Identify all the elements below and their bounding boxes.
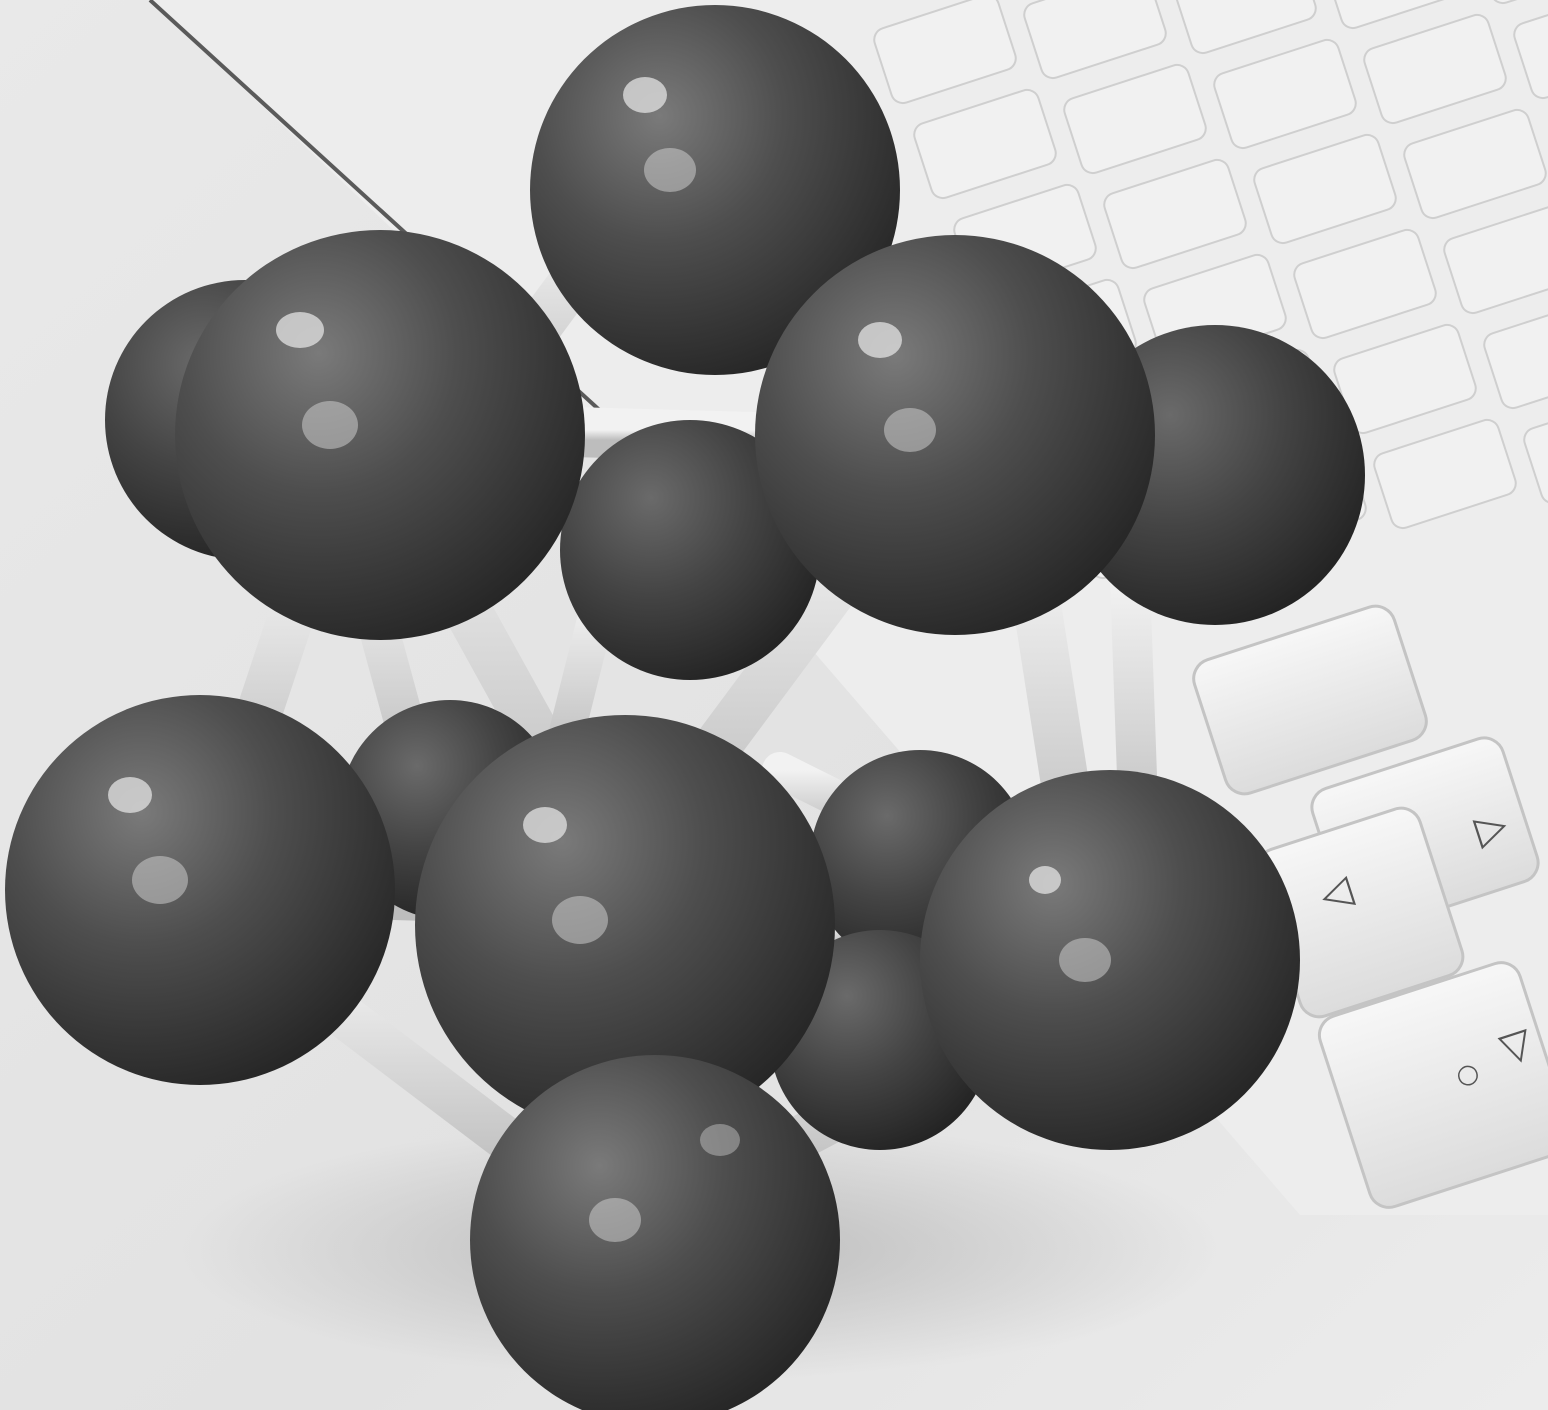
highlight bbox=[644, 148, 696, 192]
arrow-keys: ▷ ◁ ▽ ○ bbox=[1192, 604, 1548, 1209]
key-small-top bbox=[1192, 604, 1428, 796]
background-key bbox=[1253, 133, 1397, 245]
atom-left bbox=[5, 695, 395, 1085]
background-key bbox=[913, 88, 1057, 200]
background-key bbox=[873, 0, 1017, 105]
background-key bbox=[1513, 0, 1548, 100]
highlight bbox=[589, 1198, 641, 1242]
highlight bbox=[1059, 938, 1111, 982]
background-key bbox=[1103, 158, 1247, 270]
background-key bbox=[1363, 13, 1507, 125]
atom-bottom bbox=[470, 1055, 840, 1410]
highlight bbox=[623, 77, 667, 113]
atom-center bbox=[415, 715, 835, 1135]
key-down-arrow bbox=[1317, 961, 1548, 1209]
highlight bbox=[276, 312, 324, 348]
background-key bbox=[1523, 393, 1548, 505]
background-key bbox=[1063, 63, 1207, 175]
background-key bbox=[1293, 228, 1437, 340]
background-key bbox=[1023, 0, 1167, 80]
background-key bbox=[1323, 0, 1467, 30]
highlight bbox=[302, 401, 358, 449]
highlight bbox=[884, 408, 936, 452]
front-atoms bbox=[5, 5, 1300, 1410]
atom-upper-right bbox=[755, 235, 1155, 635]
background-key bbox=[1173, 0, 1317, 55]
background-key bbox=[1483, 298, 1548, 410]
highlight bbox=[523, 807, 567, 843]
atom-right bbox=[920, 770, 1300, 1150]
background-key bbox=[1213, 38, 1357, 150]
background-key bbox=[1443, 203, 1548, 315]
atom-top bbox=[530, 5, 900, 375]
highlight bbox=[700, 1124, 740, 1156]
specular-highlights bbox=[108, 77, 1111, 1242]
atom-upper-left bbox=[175, 230, 585, 640]
background-key bbox=[1403, 108, 1547, 220]
highlight bbox=[1029, 866, 1061, 894]
highlight bbox=[858, 322, 902, 358]
highlight bbox=[108, 777, 152, 813]
background-key bbox=[1373, 418, 1517, 530]
highlight bbox=[552, 896, 608, 944]
atom-back-center bbox=[560, 420, 820, 680]
highlight bbox=[132, 856, 188, 904]
